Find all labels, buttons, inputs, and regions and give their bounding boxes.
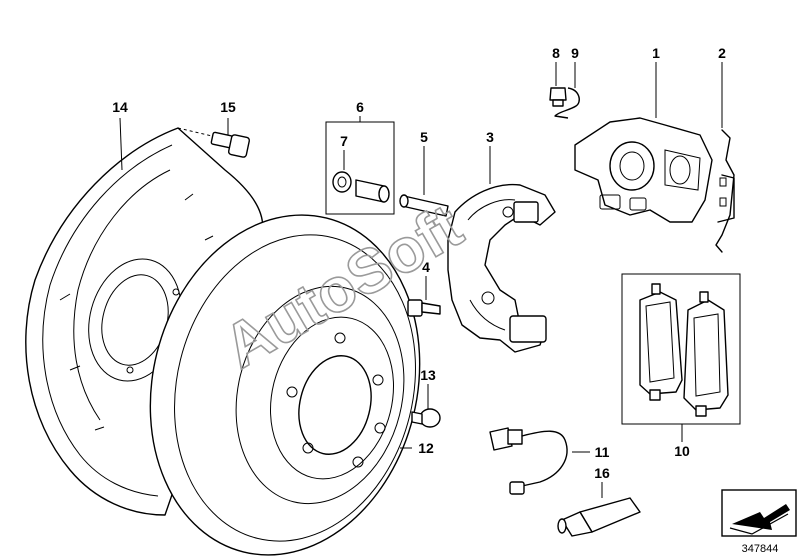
callout-5: 5 [420,129,428,145]
part-7-guide-bush[interactable] [332,150,390,203]
part-1-brake-caliper[interactable] [574,62,713,223]
callout-15: 15 [220,99,236,115]
callout-4: 4 [422,259,430,275]
callout-11: 11 [595,444,610,460]
callout-6: 6 [356,99,364,115]
callout-3: 3 [486,129,494,145]
callout-2: 2 [718,45,726,61]
part-16-grease-tube[interactable] [557,482,641,537]
callout-16: 16 [594,465,610,481]
callout-1: 1 [652,45,660,61]
callout-14: 14 [112,99,128,115]
part-8-bleed-valve[interactable] [549,62,567,107]
brake-pad-right[interactable] [683,291,729,417]
next-page-arrow-icon[interactable] [721,489,797,537]
reference-number: 347844 [742,543,779,555]
part-15-bolt[interactable] [177,118,251,158]
part-13-bolt[interactable] [411,384,441,428]
part-12-brake-disc[interactable] [115,186,454,560]
callout-7: 7 [340,133,348,149]
callout-9: 9 [571,45,579,61]
part-10-brake-pads-box[interactable] [621,273,741,442]
callout-10: 10 [674,443,690,459]
part-3-caliper-carrier[interactable] [447,146,556,353]
callout-8: 8 [552,45,560,61]
part-2-anti-rattle-spring[interactable] [715,62,735,253]
callout-labels: 1 2 3 4 5 6 7 8 9 10 11 12 13 14 15 16 [112,45,726,481]
callout-12: 12 [418,440,434,456]
part-9-dust-cap[interactable] [554,62,580,119]
part-11-wear-sensor[interactable] [489,427,590,495]
part-6-guide-kit-box[interactable] [325,116,395,215]
part-5-guide-bolt[interactable] [399,146,449,217]
part-4-bolt[interactable] [407,276,441,317]
callout-13: 13 [420,367,436,383]
brake-pad-left[interactable] [639,283,683,401]
